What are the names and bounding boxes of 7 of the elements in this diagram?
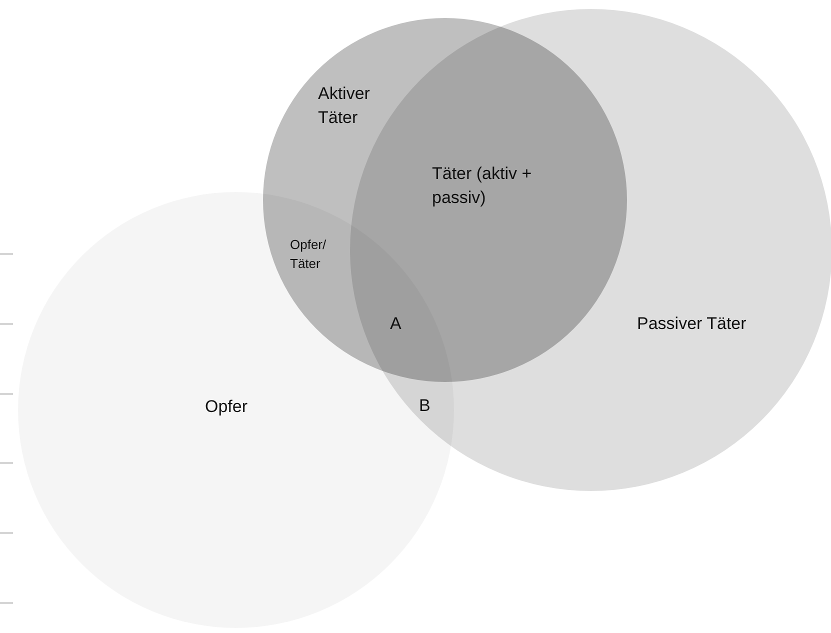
region-label: A <box>390 313 402 335</box>
region-label: Täter (aktiv + passiv) <box>432 163 533 209</box>
set-label: Passiver Täter <box>637 313 748 335</box>
set-label: Aktiver Täter <box>318 83 371 129</box>
region-label: B <box>419 395 432 417</box>
region-label: Opfer/ Täter <box>290 236 328 273</box>
set-label: Opfer <box>205 396 249 418</box>
